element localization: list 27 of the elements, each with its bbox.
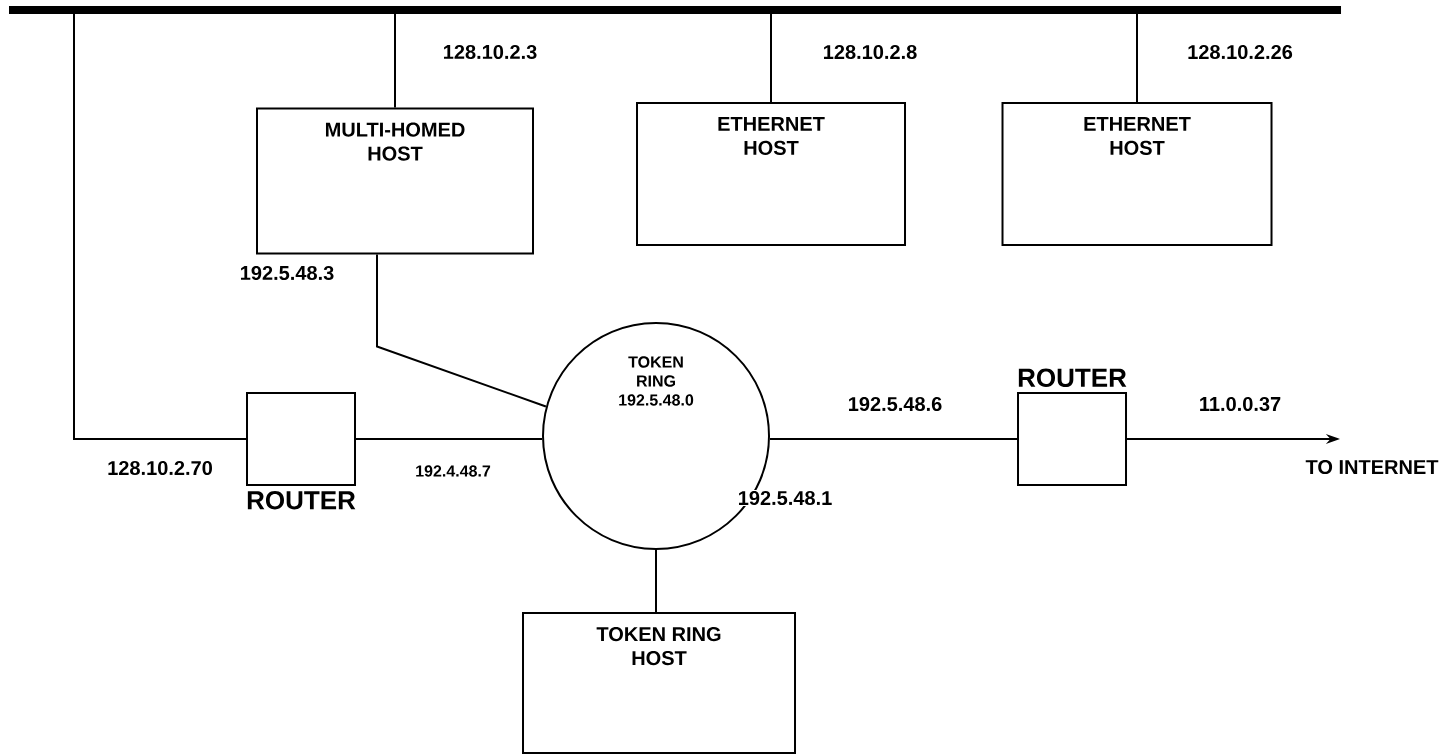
destination-label: TO INTERNET	[1305, 459, 1439, 475]
address-label: 128.10.2.8	[821, 43, 919, 61]
connector-line	[770, 13, 772, 103]
address-label: 128.10.2.26	[1186, 43, 1294, 61]
router-box: ROUTER	[1017, 368, 1127, 486]
connector-line	[394, 13, 396, 109]
address-label: 192.5.48.3	[238, 264, 336, 282]
address-label: 192.4.48.7	[414, 464, 492, 478]
host-box: MULTI-HOMED HOST	[256, 107, 534, 255]
address-label: 192.5.48.6	[846, 395, 944, 413]
address-label: 11.0.0.37	[1197, 395, 1283, 413]
connector-line	[1136, 13, 1138, 103]
connector-line	[376, 253, 547, 408]
connector-line	[73, 13, 247, 440]
host-box: ETHERNET HOST	[1001, 102, 1273, 246]
host-box: TOKEN RING HOST	[522, 612, 796, 754]
connector-line	[355, 438, 543, 440]
address-label: 192.5.48.1	[736, 489, 834, 507]
host-box: ETHERNET HOST	[636, 102, 906, 246]
router-box: ROUTER	[246, 392, 356, 510]
address-label: 128.10.2.3	[441, 43, 539, 61]
node-label: ROUTER	[247, 491, 356, 510]
network-bus	[9, 6, 1341, 14]
address-label: 128.10.2.70	[106, 459, 214, 477]
connector-line	[655, 549, 657, 613]
node-label: ROUTER	[1018, 368, 1127, 387]
connector-line	[769, 438, 1018, 440]
